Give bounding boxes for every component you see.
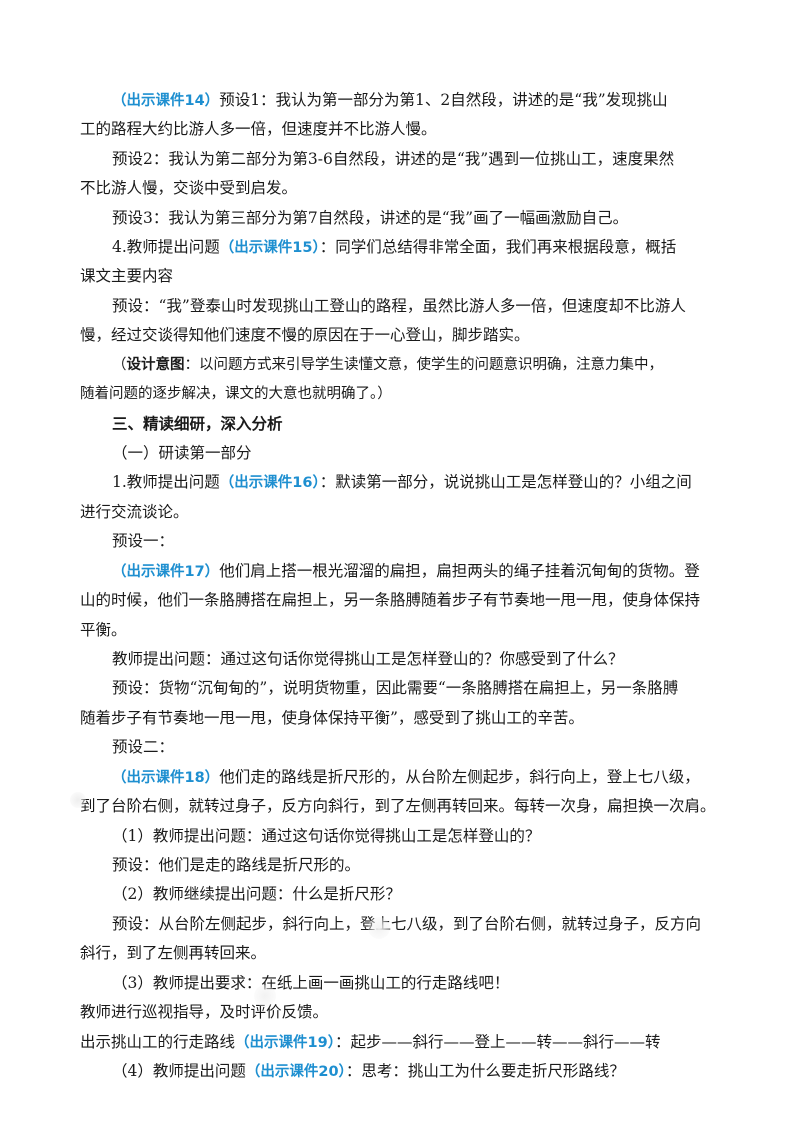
subsection-heading: （一）研读第一部分 [112, 444, 252, 462]
text-line: 预设：“我”登泰山时发现挑山工登山的路程，虽然比游人多一倍，但速度却不比游人 [112, 297, 686, 315]
watermark-dot [368, 917, 390, 939]
text-line: 预设2：我认为第二部分为第3-6自然段，讲述的是“我”遇到一位挑山工，速度果然 [112, 150, 675, 168]
text-line: （出示课件14）预设1：我认为第一部分为第1、2自然段，讲述的是“我”发现挑山 [112, 91, 668, 109]
text-line: 1.教师提出问题（出示课件16）：默读第一部分，说说挑山工是怎样登山的？小组之间 [112, 473, 692, 491]
text-line: 斜行，到了左侧再转回来。 [80, 944, 267, 962]
text-line: 工的路程大约比游人多一倍，但速度并不比游人慢。 [80, 120, 437, 138]
courseware-ref: （出示课件17） [112, 564, 220, 580]
text-line: 预设：他们是走的路线是折尺形的。 [112, 856, 361, 874]
text-line: 预设：从台阶左侧起步，斜行向上，登上七八级，到了台阶右侧，就转过身子，反方向 [112, 915, 702, 933]
text-line: 预设一： [112, 532, 175, 550]
text-line: 平衡。 [80, 621, 127, 639]
text-line: 4.教师提出问题（出示课件15）：同学们总结得非常全面，我们再来根据段意，概括 [112, 238, 677, 256]
section-heading: 三、精读细研，深入分析 [112, 414, 283, 433]
text-line: （3）教师提出要求：在纸上画一画挑山工的行走路线吧！ [112, 974, 510, 992]
text-line: 出示挑山工的行走路线（出示课件19）：起步——斜行——登上——转——斜行——转 [80, 1033, 661, 1051]
text-line: （出示课件17）他们肩上搭一根光溜溜的扁担，扁担两头的绳子挂着沉甸甸的货物。登 [112, 562, 700, 580]
text-line: 教师提出问题：通过这句话你觉得挑山工是怎样登山的？你感受到了什么？ [112, 650, 624, 668]
text-line: 教师进行巡视指导，及时评价反馈。 [80, 1003, 329, 1021]
text-line: 山的时候，他们一条胳膊搭在扁担上，另一条胳膊随着步子有节奏地一甩一甩，使身体保持 [80, 591, 701, 609]
text-line: （2）教师继续提出问题：什么是折尺形？ [112, 885, 401, 903]
text-line: （1）教师提出问题：通过这句话你觉得挑山工是怎样登山的？ [112, 827, 541, 845]
text-line: 课文主要内容 [80, 267, 174, 285]
text-line: （出示课件18）他们走的路线是折尺形的，从台阶左侧起步，斜行向上，登上七八级， [112, 768, 700, 786]
text-line: 预设3：我认为第三部分为第7自然段，讲述的是“我”画了一幅画激励自己。 [112, 209, 629, 227]
courseware-ref: （出示课件16） [219, 475, 320, 491]
text-line: 预设二： [112, 738, 175, 756]
text-line: 不比游人慢，交谈中受到启发。 [80, 179, 298, 197]
courseware-ref: （出示课件18） [112, 770, 220, 786]
text-line: 随着问题的逐步解决，课文的大意也就明确了。） [80, 386, 392, 402]
text-line: 慢，经过交谈得知他们速度不慢的原因在于一心登山，脚步踏实。 [80, 326, 530, 344]
courseware-ref: （出示课件20） [245, 1064, 346, 1080]
text-line: 随着步子有节奏地一甩一甩，使身体保持平衡”，感受到了挑山工的辛苦。 [80, 709, 584, 727]
design-intent-note: （设计意图：以问题方式来引导学生读懂文意，使学生的问题意识明确，注意力集中， [112, 356, 663, 373]
text-line: 进行交流谈论。 [80, 503, 189, 521]
courseware-ref: （出示课件15） [219, 240, 320, 256]
courseware-ref: （出示课件14） [112, 93, 220, 109]
text-line: 预设：货物“沉甸甸的”，说明货物重，因此需要“一条胳膊搭在扁担上，另一条胳膊 [112, 679, 679, 697]
courseware-ref: （出示课件19） [235, 1035, 335, 1051]
text-line: （4）教师提出问题（出示课件20）：思考：挑山工为什么要走折尺形路线？ [112, 1062, 625, 1080]
watermark-dot [254, 985, 276, 1007]
text-line: 到了台阶右侧，就转过身子，反方向斜行，到了左侧再转回来。每转一次身，扁担换一次肩… [80, 797, 716, 815]
watermark-dot [70, 792, 86, 808]
